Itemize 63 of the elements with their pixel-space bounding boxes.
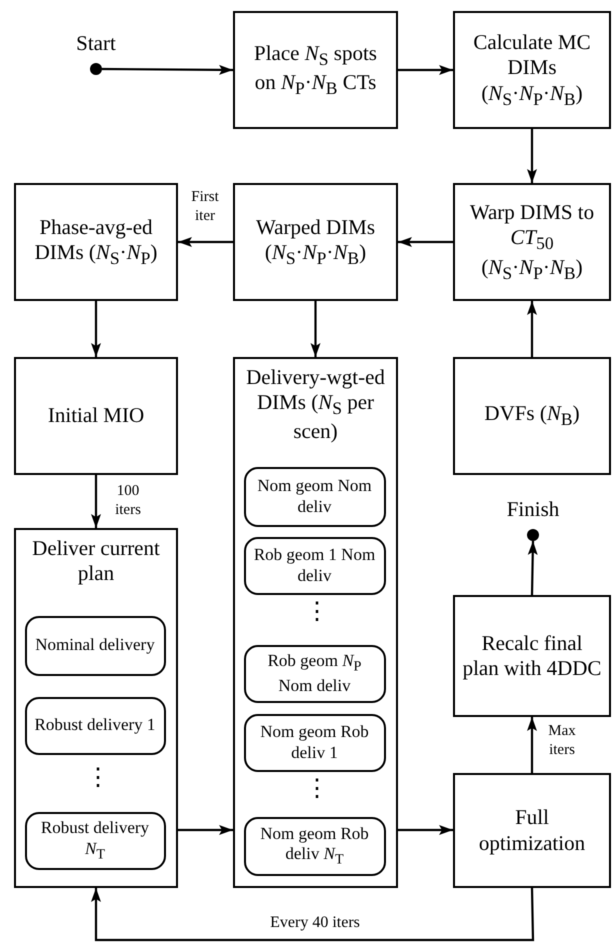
edge-label: Every 40 iters (269, 913, 361, 933)
terminal-dot (527, 529, 539, 541)
arrow (310, 301, 320, 357)
arrow (91, 301, 101, 357)
process-box (14, 183, 178, 301)
box-label: Calculate MC DIMs (N$_{S}$·N$_{P}$·N$_{B}$) (472, 30, 592, 110)
box-label: Nom geom Nom deliv (256, 476, 373, 517)
scenario-box (24, 696, 166, 754)
scenario-box (244, 714, 386, 772)
process-box (233, 183, 398, 301)
box-label: Place N$_{S}$ spots on N$_{P}$·N$_{B}$ CTs (253, 40, 378, 100)
vertical-ellipsis: ⋮ (305, 775, 325, 803)
arrow (398, 237, 453, 247)
box-label: Warped DIMs (N$_{S}$·N$_{P}$·N$_{B}$) (254, 214, 376, 270)
scenario-box (24, 616, 166, 676)
group-box (233, 357, 398, 888)
arrow (528, 540, 538, 596)
box-label: Nominal delivery (35, 635, 155, 656)
box-label: Warp DIMS to CT$_{50}$ (N$_{S}$·N$_{P}$·N$_{B}$) (468, 200, 596, 284)
box-label: Nom geom Rob deliv N$_{T}$ (259, 824, 370, 868)
arrow (527, 301, 537, 357)
process-box (453, 595, 611, 717)
scenario-box (244, 536, 386, 594)
process-box (453, 11, 611, 129)
process-box (453, 183, 611, 301)
terminal-dot (90, 63, 102, 75)
box-label: Recalc final plan with 4DDC (462, 630, 602, 682)
process-box (14, 357, 178, 475)
scenario-box (244, 816, 386, 876)
box-label: Robust delivery 1 (34, 715, 156, 736)
scenario-box (244, 466, 386, 526)
arrow (178, 825, 233, 835)
box-label: Deliver current plan (31, 536, 161, 586)
edge-label: First iter (190, 188, 220, 226)
arrow (398, 825, 453, 835)
box-label: DVFs (N$_{B}$) (484, 401, 580, 431)
arrow (527, 717, 537, 773)
arrow (91, 475, 101, 528)
process-box (453, 773, 611, 888)
scenario-box (244, 644, 386, 702)
scenario-box (24, 812, 166, 870)
arrow (178, 237, 233, 247)
edge-label: Max iters (547, 722, 577, 760)
box-label: Rob geom N$_{P}$ Nom deliv (266, 651, 362, 696)
arrow (102, 64, 233, 75)
group-box (14, 528, 178, 888)
edge-label: 100 iters (114, 482, 142, 520)
arrow (398, 65, 453, 75)
arrow (91, 888, 534, 942)
process-box (453, 357, 611, 475)
box-label: Phase-avg-ed DIMs (N$_{S}$·N$_{P}$) (34, 214, 158, 270)
process-box (233, 11, 398, 129)
vertical-ellipsis: ⋮ (305, 598, 325, 626)
box-label: Initial MIO (48, 403, 144, 429)
terminal-label: Start (75, 31, 117, 56)
terminal-label: Finish (506, 497, 560, 522)
box-label: Rob geom 1 Nom deliv (252, 545, 376, 586)
box-label: Delivery-wgt-ed DIMs (N$_{S}$ per scen) (245, 365, 386, 445)
vertical-ellipsis: ⋮ (86, 764, 106, 792)
box-label: Nom geom Rob deliv 1 (259, 722, 370, 763)
box-label: Robust delivery N$_{T}$ (40, 818, 150, 863)
box-label: Full optimization (478, 805, 586, 856)
arrow (527, 129, 537, 183)
